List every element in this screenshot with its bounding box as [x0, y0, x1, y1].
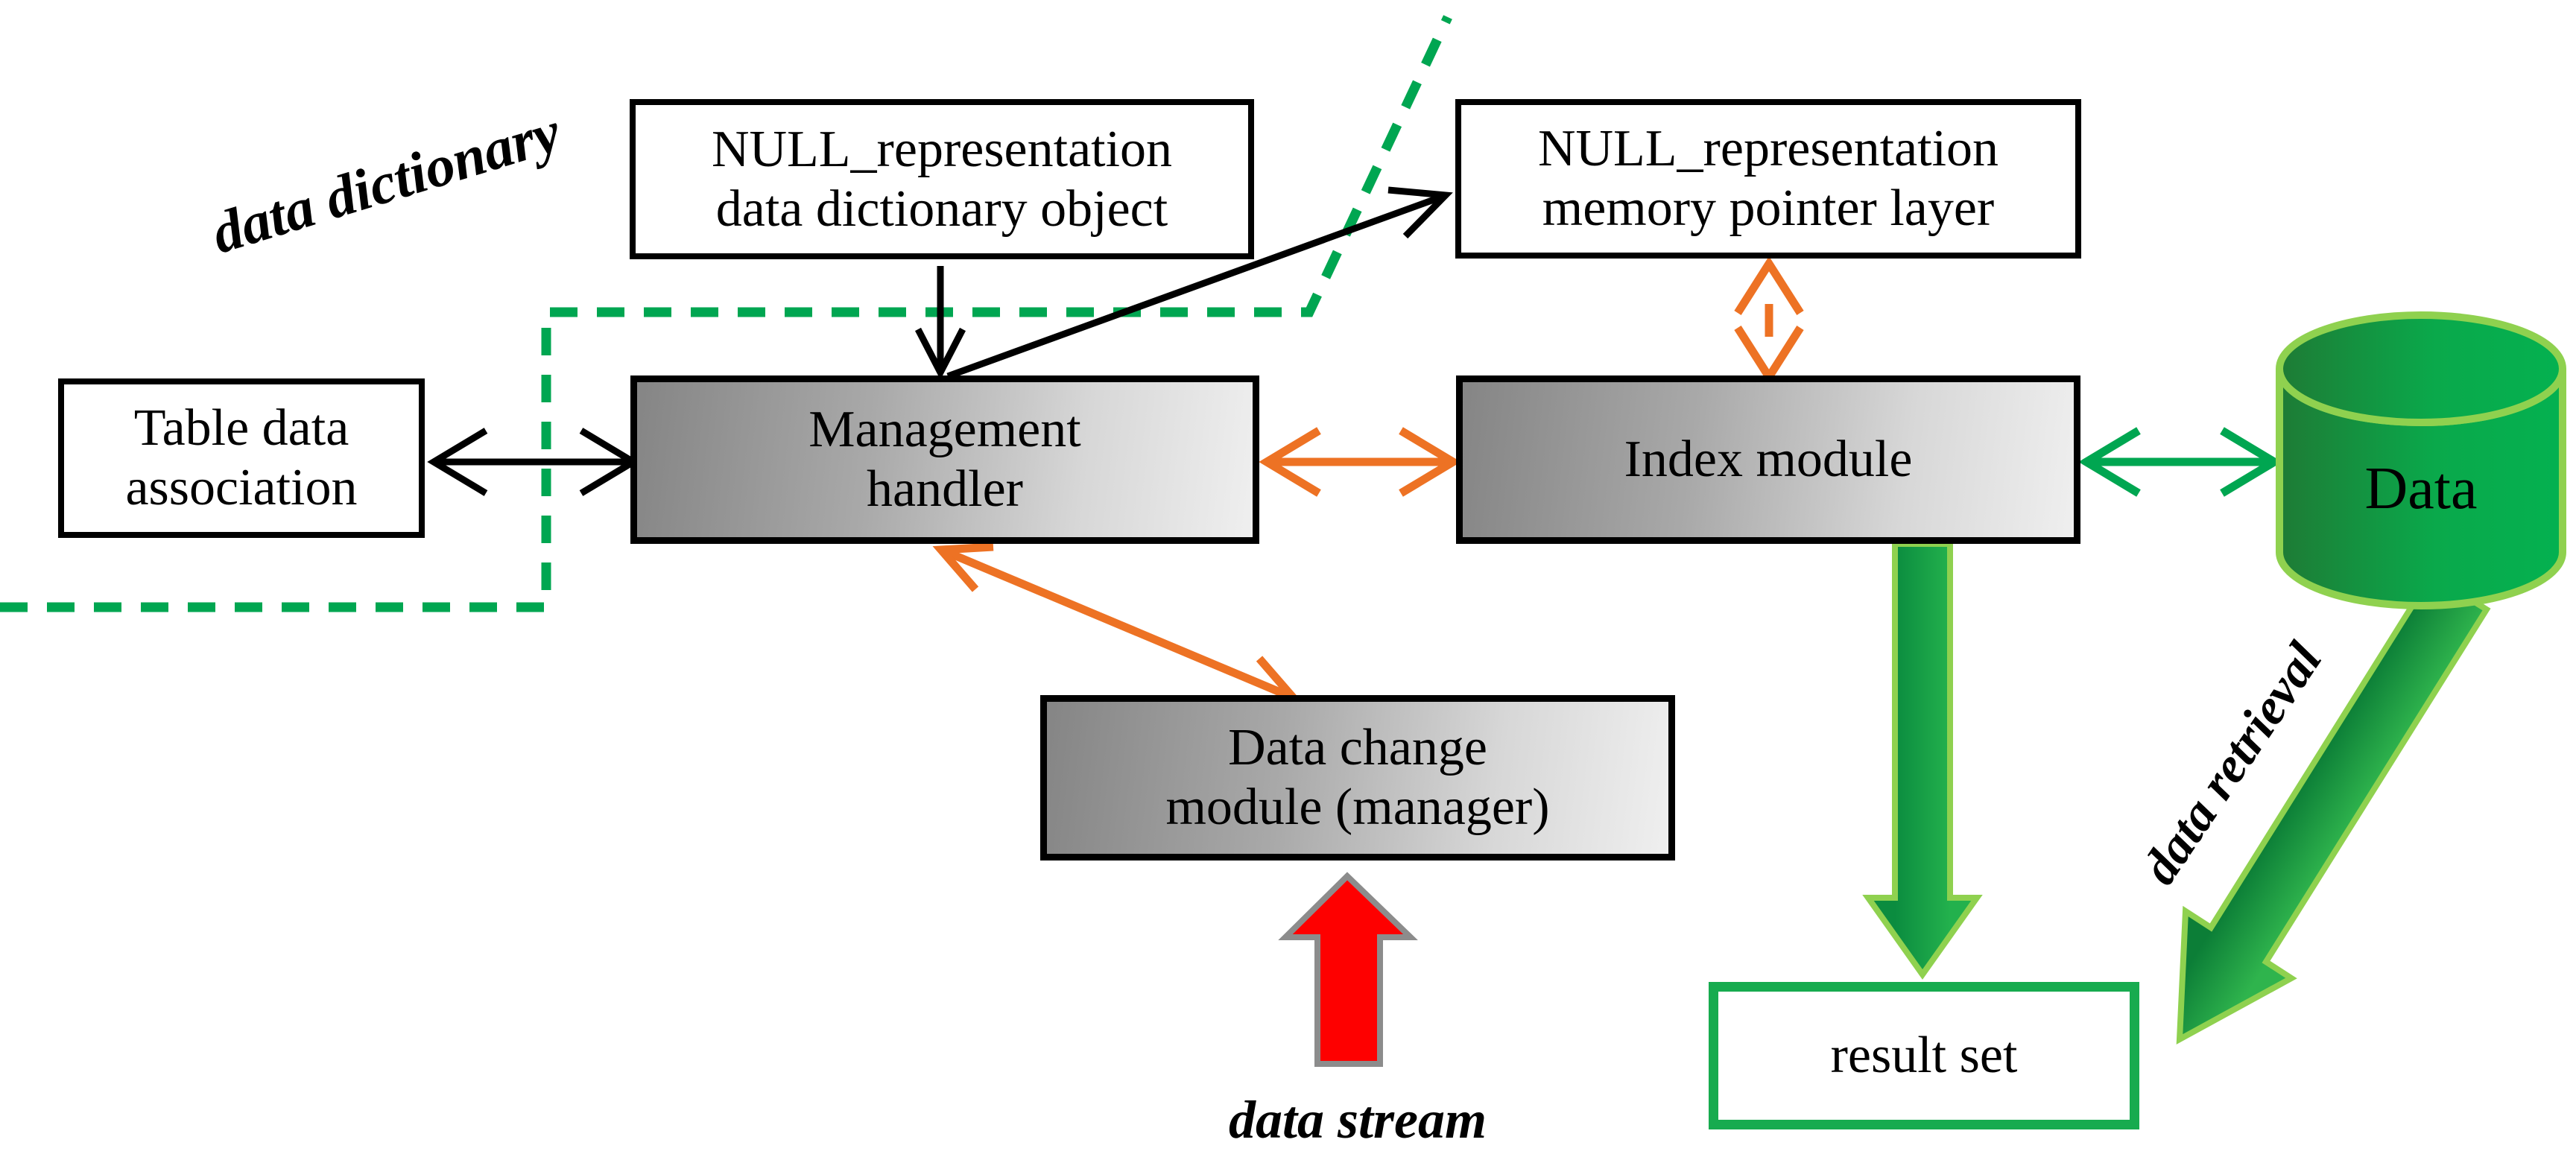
box-label-line: association	[125, 459, 358, 516]
box-label-line: Management	[808, 401, 1081, 459]
data-dictionary-boundary-dashed-line	[0, 15, 1452, 612]
management-to-memory-layer-arrow	[946, 186, 1453, 380]
index-module-box: Index module	[1456, 375, 2080, 544]
box-label-line: Table data	[133, 399, 349, 457]
null-representation-memory-pointer-layer-box: NULL_representation memory pointer layer	[1455, 99, 2081, 259]
table-data-association-box: Table data association	[58, 378, 425, 538]
management-datachange-double-arrow	[932, 542, 1303, 706]
box-label-line: handler	[867, 460, 1023, 518]
dict-object-to-management-arrow	[915, 266, 966, 380]
box-label-line: result set	[1830, 1027, 2018, 1085]
data-stream-label: data stream	[1228, 1090, 1487, 1150]
management-index-double-arrow	[1259, 427, 1461, 497]
result-set-box: result set	[1709, 982, 2139, 1129]
box-label-line: NULL_representation	[711, 120, 1173, 178]
memory-layer-index-double-arrow	[1734, 256, 1804, 385]
index-data-double-arrow	[2078, 427, 2282, 497]
data-cylinder-label: Data	[2364, 456, 2477, 522]
null-representation-data-dictionary-object-box: NULL_representation data dictionary obje…	[630, 99, 1254, 259]
table-management-double-arrow	[427, 428, 640, 496]
box-label-line: module (manager)	[1165, 779, 1550, 836]
box-label-line: data dictionary object	[715, 180, 1168, 238]
data-change-module-box: Data change module (manager)	[1040, 695, 1675, 861]
box-label-line: Data change	[1228, 719, 1487, 777]
data-cylinder: Data	[2276, 311, 2566, 609]
management-handler-box: Management handler	[630, 375, 1259, 544]
index-to-resultset-block-arrow	[1862, 541, 1983, 980]
box-label-line: Index module	[1624, 431, 1913, 489]
box-label-line: NULL_representation	[1537, 120, 1999, 178]
data-cylinder-top	[2276, 311, 2566, 426]
data-retrieval-block-arrow	[2176, 571, 2491, 1045]
box-label-line: memory pointer layer	[1542, 180, 1995, 237]
data-stream-block-arrow	[1278, 872, 1418, 1067]
